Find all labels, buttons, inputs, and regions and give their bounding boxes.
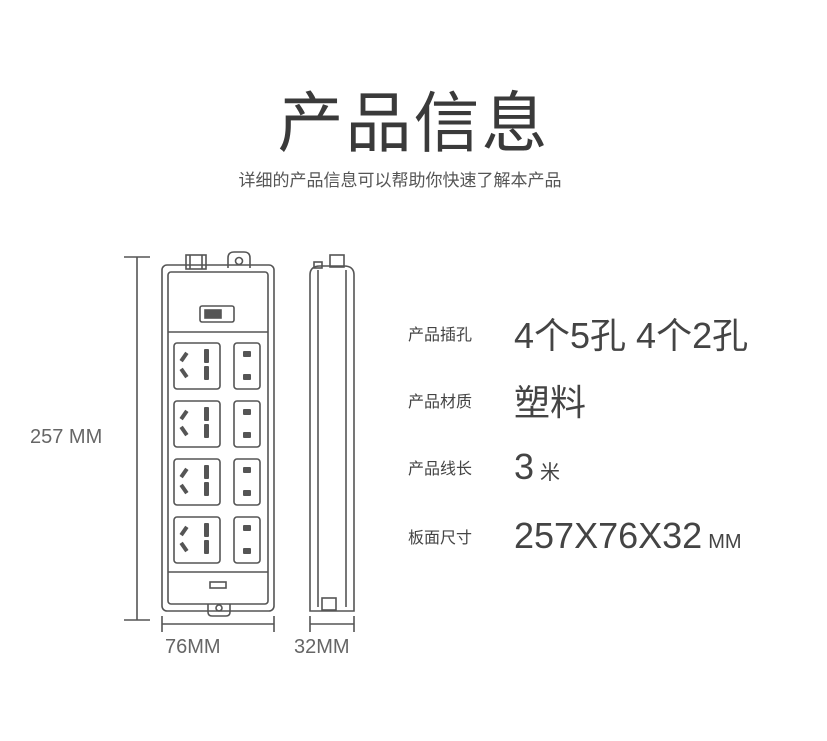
spec-label: 产品线长 [408, 459, 473, 478]
page-title: 产品信息 [277, 85, 550, 162]
five-hole-sockets [173, 342, 221, 564]
spec-value: 4个5孔 4个2孔 [514, 315, 749, 356]
spec-value: 塑料 [514, 382, 587, 423]
depth-label: 32MM [294, 636, 350, 658]
power-strip-front-icon [161, 251, 275, 617]
spec-row-sockets: 产品插孔 4个5孔 4个2孔 [408, 308, 748, 358]
spec-label: 板面尺寸 [408, 528, 473, 547]
spec-unit: 米 [540, 462, 561, 484]
spec-unit: MM [708, 531, 742, 553]
two-hole-sockets [233, 342, 261, 564]
spec-row-material: 产品材质 塑料 [408, 375, 586, 425]
width-label: 76MM [165, 636, 221, 658]
spec-label: 产品材质 [408, 392, 473, 411]
spec-label: 产品插孔 [408, 325, 473, 344]
page-subtitle: 详细的产品信息可以帮助你快速了解本产品 [238, 171, 562, 191]
height-label: 257 MM [30, 426, 103, 448]
power-strip-side-icon [309, 254, 355, 612]
